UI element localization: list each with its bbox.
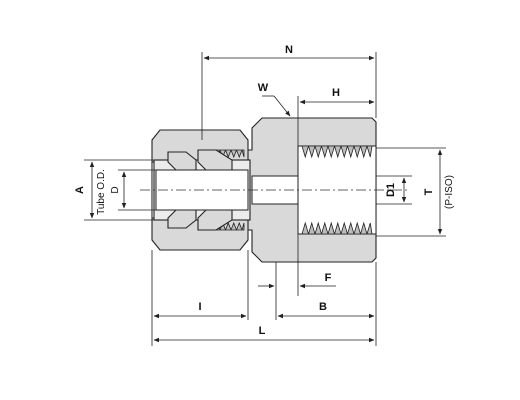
dim-d1 bbox=[376, 175, 412, 205]
dim-f bbox=[297, 234, 336, 296]
dim-d bbox=[118, 169, 156, 211]
dim-a bbox=[84, 159, 154, 221]
label-i: I bbox=[198, 301, 201, 313]
label-d: D bbox=[110, 186, 121, 193]
dim-i-b bbox=[151, 250, 377, 346]
label-tube-od: Tube O.D. bbox=[96, 169, 107, 215]
label-f: F bbox=[325, 272, 332, 284]
label-l: L bbox=[259, 325, 266, 337]
label-b: B bbox=[319, 301, 327, 313]
label-d1: D1 bbox=[385, 183, 397, 197]
dim-h bbox=[297, 96, 375, 146]
dim-n bbox=[201, 52, 377, 140]
dim-t bbox=[376, 147, 446, 237]
label-a: A bbox=[74, 186, 86, 194]
female-threads bbox=[301, 145, 373, 235]
dim-w-leader bbox=[262, 95, 291, 117]
label-t: T bbox=[423, 188, 435, 195]
label-h: H bbox=[332, 87, 340, 99]
label-p-iso: (P-ISO) bbox=[444, 175, 455, 209]
ferrules bbox=[167, 149, 233, 231]
label-w: W bbox=[258, 82, 269, 94]
label-n: N bbox=[285, 44, 293, 56]
